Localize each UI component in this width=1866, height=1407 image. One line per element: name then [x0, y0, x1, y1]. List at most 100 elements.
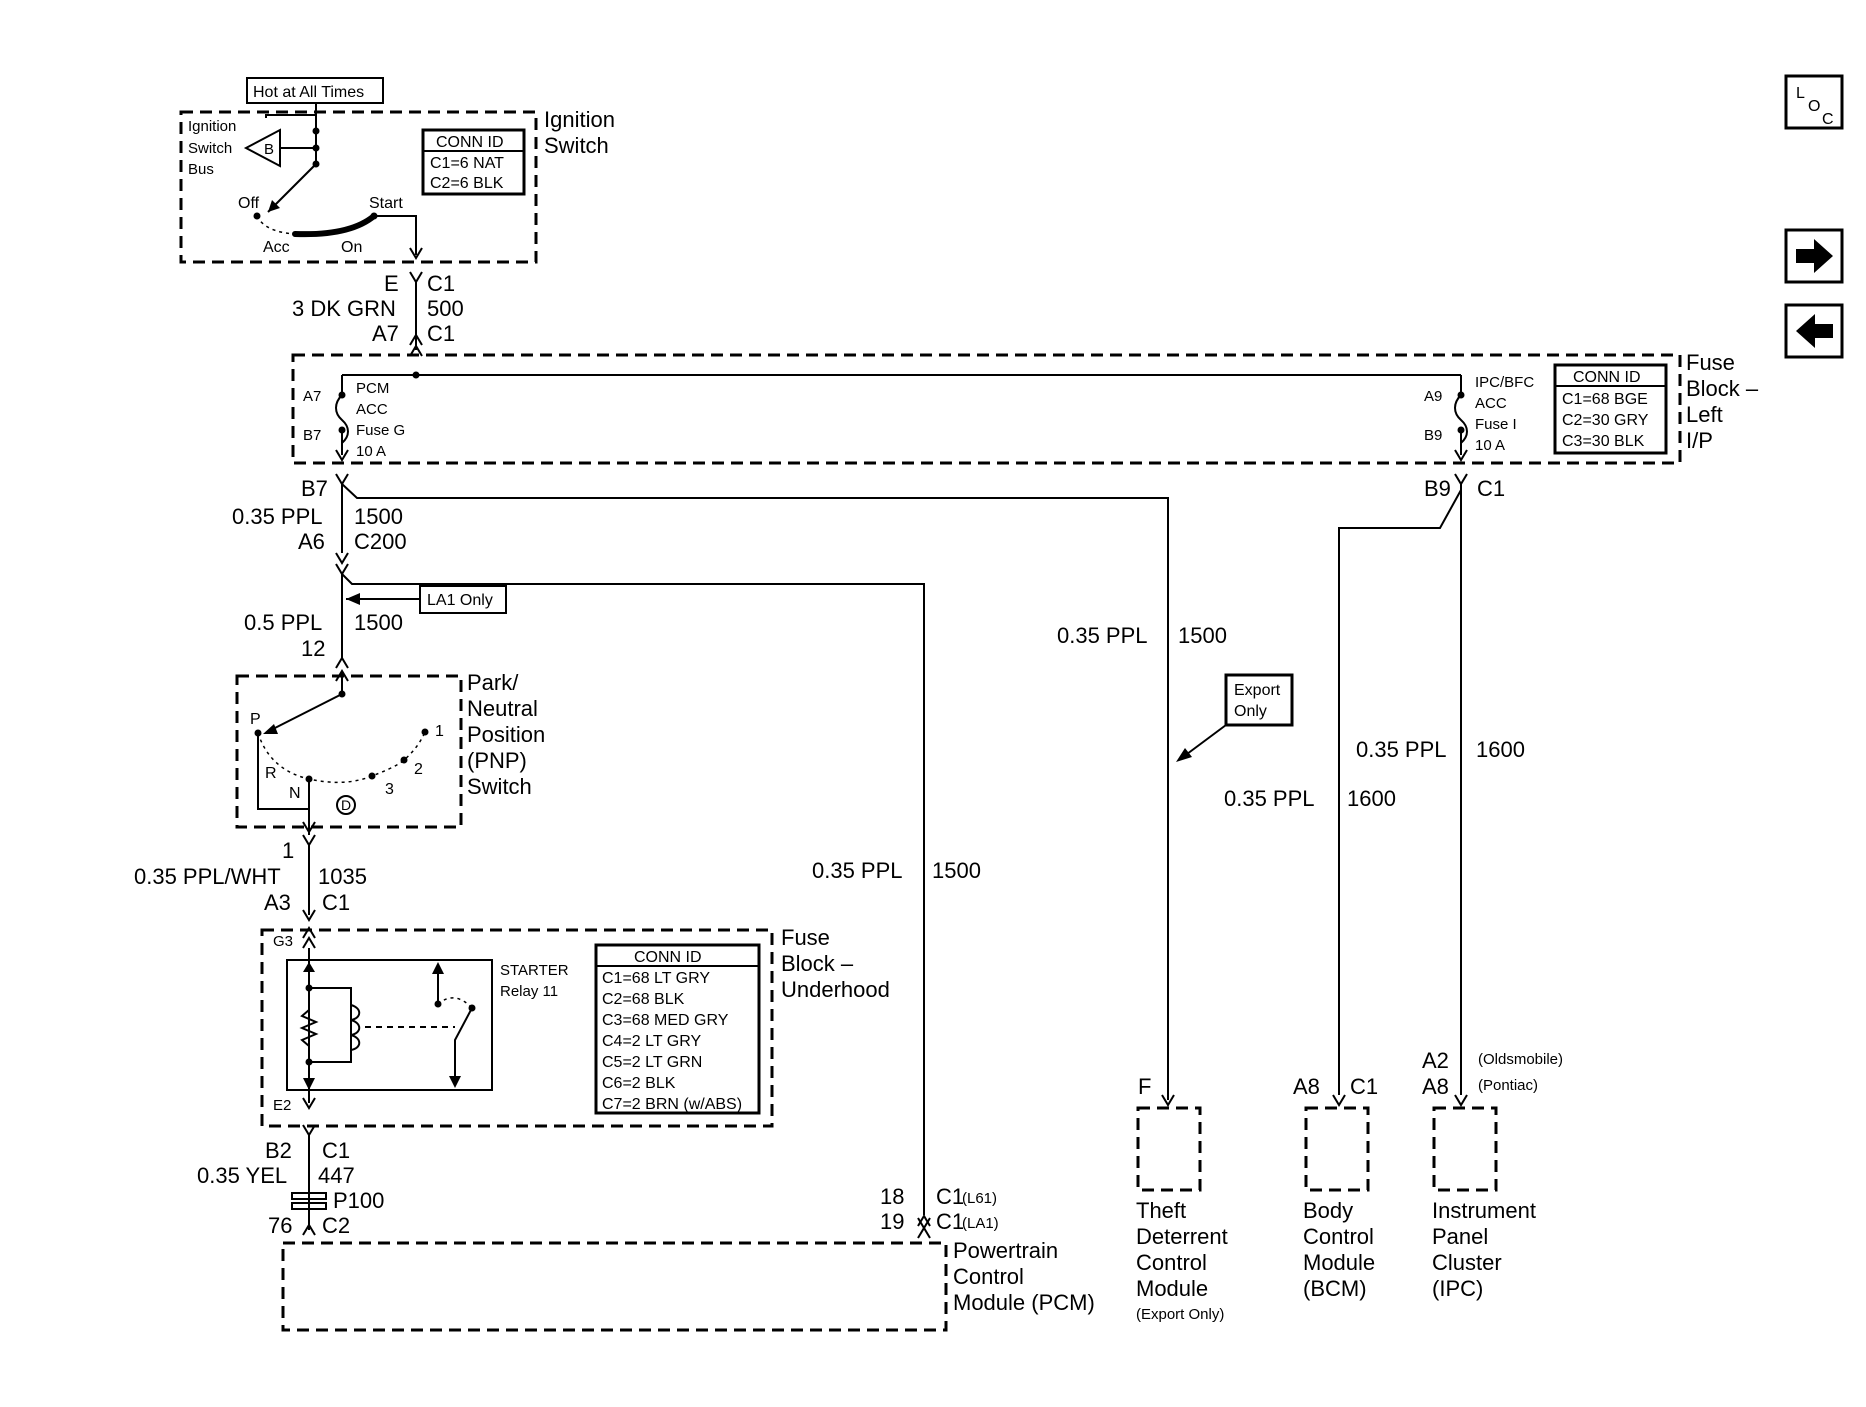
conn-id-row: C2=68 BLK [602, 991, 685, 1008]
fuse-block-left-ip: A7 B7 PCM ACC Fuse G 10 A A9 B9 IPC/BFC … [291, 350, 1759, 465]
wire-color: 3 DK GRN [292, 296, 396, 321]
ignition-conn-id-box [421, 128, 526, 196]
fuse-block-left-title-3: Left [1686, 402, 1723, 427]
conn-id-row: C1=6 NAT [430, 155, 504, 172]
pin-b7: B7 [303, 427, 321, 444]
conn-id-row: C3=68 MED GRY [602, 1012, 729, 1029]
circuit-1035-wire: 1 0.35 PPL/WHT 1035 A3 C1 [134, 821, 367, 922]
arrow-right-icon [1796, 239, 1833, 273]
loc-button[interactable]: L O C [1784, 74, 1844, 130]
ignition-feed-wire: E C1 3 DK GRN 500 A7 C1 [292, 271, 464, 357]
circuit-number: 1500 [354, 504, 403, 529]
off-label: Off [238, 195, 260, 212]
pcm-fuse-label: ACC [356, 401, 388, 418]
ipc-fuse-label: 10 A [1475, 437, 1505, 454]
circuit-number: 1500 [1178, 623, 1227, 648]
pnp-switch-boundary [235, 674, 463, 829]
connector-c1: C1 [427, 271, 455, 296]
circuit-number: 1035 [318, 864, 367, 889]
circuit-number: 500 [427, 296, 464, 321]
ipc-a2-note: (Oldsmobile) [1478, 1051, 1563, 1068]
pin-b9-out: B9 [1424, 476, 1451, 501]
relay-coil-icon [350, 1004, 361, 1051]
conn-id-header: CONN ID [436, 134, 504, 151]
fuse-block-underhood-title-3: Underhood [781, 977, 890, 1002]
theft-module-title-2: Deterrent [1136, 1224, 1228, 1249]
pin-b9: B9 [1424, 427, 1442, 444]
pnp-switch-title-4: (PNP) [467, 748, 527, 773]
fuse-block-left-title: Fuse [1686, 350, 1735, 375]
ipc-fuse-label: IPC/BFC [1475, 374, 1534, 391]
wire-color: 0.35 PPL [232, 504, 323, 529]
fuse-block-left-boundary [291, 353, 1682, 465]
pnp-switch-title-3: Position [467, 722, 545, 747]
body-control-module: A8 C1 Body Control Module (BCM) [1293, 1074, 1378, 1301]
circuit-number: 1600 [1476, 737, 1525, 762]
connector-c1: C1 [1350, 1074, 1378, 1099]
conn-id-row: C5=2 LT GRN [602, 1054, 702, 1071]
starter-relay-label-2: Relay 11 [500, 983, 558, 1000]
circuit-number: 1500 [932, 858, 981, 883]
pin-18: 18 [880, 1184, 904, 1209]
wire-color: 0.35 PPL [1224, 786, 1315, 811]
drive-position-icon [336, 795, 356, 815]
wire-color: 0.5 PPL [244, 610, 322, 635]
fuse-block-left-title-2: Block – [1686, 376, 1759, 401]
theft-module-title-4: Module [1136, 1276, 1208, 1301]
pin-b2: B2 [265, 1138, 292, 1163]
connector-c200: C200 [354, 529, 407, 554]
ipc-title-4: (IPC) [1432, 1276, 1483, 1301]
hot-at-all-times-label [246, 77, 384, 104]
pcm-module: Powertrain Control Module (PCM) [281, 1238, 1095, 1332]
connector-c1: C1 [427, 321, 455, 346]
pnp-pos-d: D [341, 797, 351, 813]
pin-a6: A6 [298, 529, 325, 554]
connector-c2: C2 [322, 1213, 350, 1238]
connector-p100: P100 [333, 1188, 384, 1213]
prev-page-button[interactable] [1784, 303, 1844, 359]
fuse-block-underhood-title-2: Block – [781, 951, 854, 976]
conn-id-header: CONN ID [634, 949, 702, 966]
ipc-title: Instrument [1432, 1198, 1536, 1223]
circuit-1600-wires: B9 C1 0.35 PPL 1600 0.35 PPL 1600 [1224, 473, 1525, 1095]
loc-o: O [1808, 98, 1820, 115]
pin-f: F [1138, 1074, 1151, 1099]
fuse-block-underhood-title: Fuse [781, 925, 830, 950]
ignition-bus-label: Ignition [188, 118, 236, 135]
theft-module-note: (Export Only) [1136, 1306, 1224, 1323]
pnp-switch-title-5: Switch [467, 774, 532, 799]
pin-g3: G3 [273, 933, 293, 950]
wire-color: 0.35 YEL [197, 1163, 287, 1188]
fuse-block-underhood-boundary [260, 928, 774, 1128]
circuit-1500-wires: B7 0.35 PPL 1500 A6 C200 LA1 Only 0.5 PP… [232, 473, 1294, 1215]
conn-id-row: C1=68 BGE [1562, 391, 1648, 408]
pin-a7: A7 [303, 388, 321, 405]
pcm-boundary [281, 1241, 948, 1332]
la1-only-text: LA1 Only [427, 592, 493, 609]
pin-a8: A8 [1422, 1074, 1449, 1099]
ignition-bus-label-3: Bus [188, 161, 214, 178]
option-la1: (LA1) [962, 1215, 999, 1232]
conn-id-row: C1=68 LT GRY [602, 970, 710, 987]
ipc-a8-note: (Pontiac) [1478, 1077, 1538, 1094]
pcm-fuse-label: Fuse G [356, 422, 405, 439]
pin-a3: A3 [264, 890, 291, 915]
wire-color: 0.35 PPL [1356, 737, 1447, 762]
connector-c1: C1 [1477, 476, 1505, 501]
conn-id-row: C3=30 BLK [1562, 433, 1645, 450]
pin-a7: A7 [372, 321, 399, 346]
option-l61: (L61) [962, 1190, 997, 1207]
bcm-boundary [1304, 1106, 1370, 1192]
next-page-button[interactable] [1784, 228, 1844, 284]
theft-module-boundary [1136, 1106, 1202, 1192]
connector-c1: C1 [936, 1209, 964, 1234]
ipc-fuse-label: Fuse I [1475, 416, 1517, 433]
bus-connector-icon [243, 128, 281, 168]
ignition-bus-label-2: Switch [188, 140, 232, 157]
theft-module-title: Theft [1136, 1198, 1186, 1223]
pnp-pos-3: 3 [385, 781, 394, 798]
pin-a9: A9 [1424, 388, 1442, 405]
on-label: On [341, 239, 362, 256]
ignition-switch-title: Ignition [544, 107, 615, 132]
bcm-title-3: Module [1303, 1250, 1375, 1275]
